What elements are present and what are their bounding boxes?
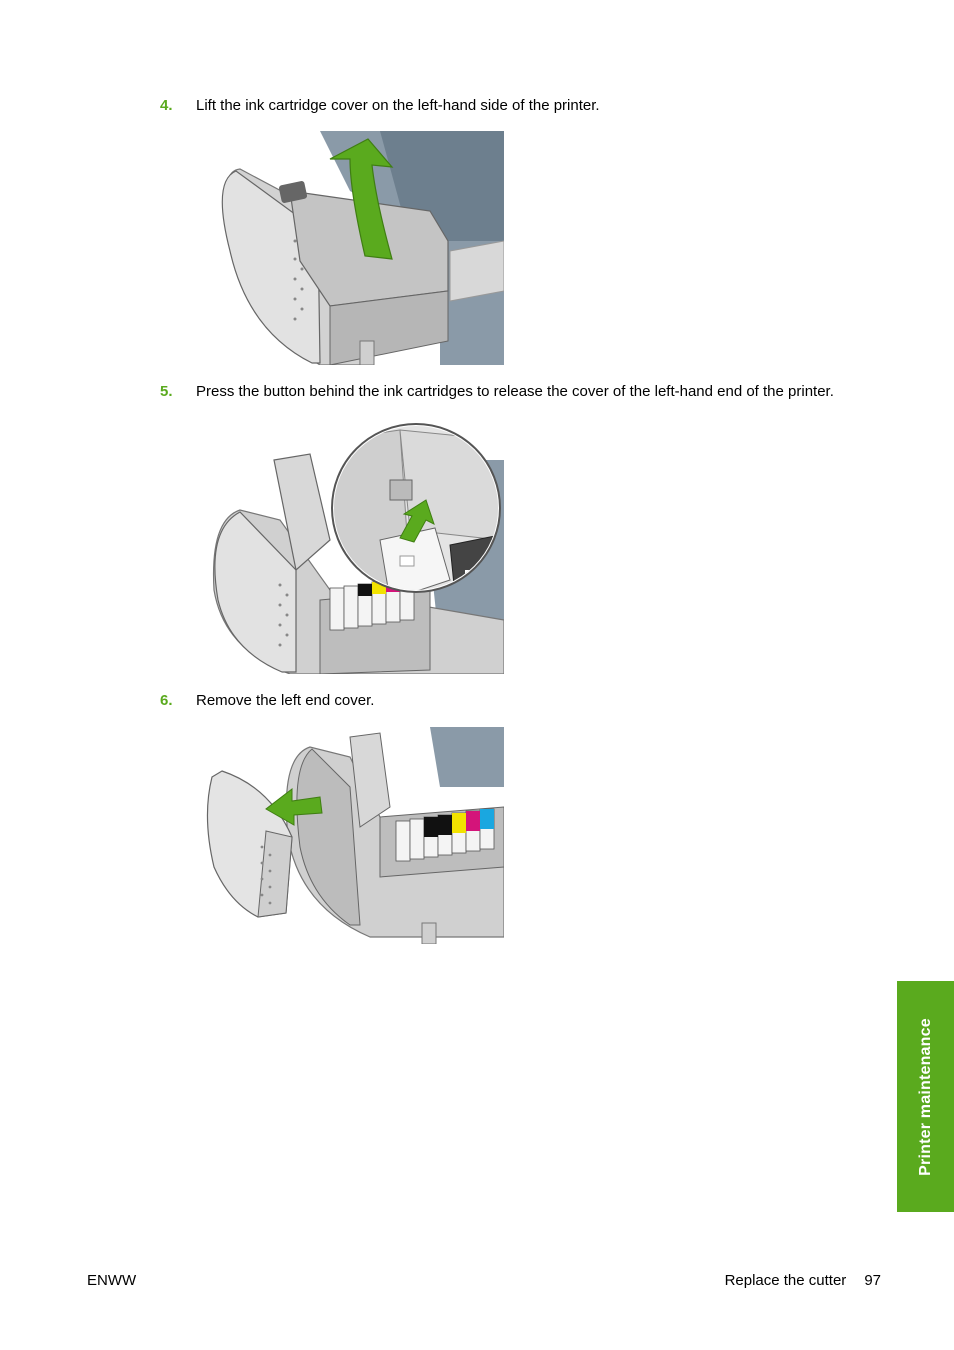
step-text: Press the button behind the ink cartridg… — [196, 383, 834, 400]
illustration-lift-cover — [200, 131, 504, 365]
step-text: Lift the ink cartridge cover on the left… — [196, 97, 600, 114]
step-number: 6. — [160, 692, 173, 709]
step-number: 5. — [160, 383, 173, 400]
step-number: 4. — [160, 97, 173, 114]
illustration-remove-cover — [200, 727, 504, 944]
step-text: Remove the left end cover. — [196, 692, 375, 709]
printer-remove-cover-drawing — [206, 727, 504, 944]
footer-section-title: Replace the cutter — [724, 1272, 847, 1289]
page-number: 97 — [864, 1272, 881, 1289]
footer-right: Replace the cutter 97 — [725, 1272, 881, 1290]
printer-release-button-drawing — [212, 423, 504, 674]
printer-lift-cover-drawing — [221, 131, 504, 365]
section-side-tab[interactable]: Printer maintenance — [897, 981, 954, 1212]
side-tab-label: Printer maintenance — [916, 1017, 934, 1176]
footer-left: ENWW — [87, 1272, 137, 1289]
illustration-release-button — [200, 420, 504, 674]
